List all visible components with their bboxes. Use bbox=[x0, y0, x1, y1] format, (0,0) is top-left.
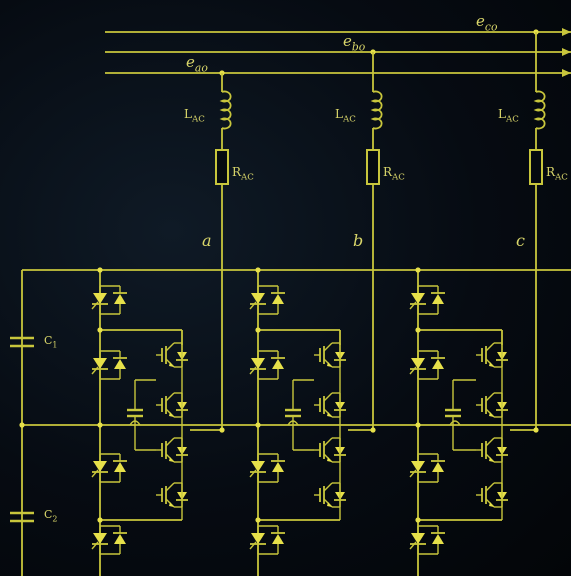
resistor-box bbox=[215, 149, 229, 185]
diode bbox=[430, 350, 446, 380]
junction-dot bbox=[255, 267, 261, 273]
resistor-label-c: RAC bbox=[546, 165, 568, 183]
igbt-switch bbox=[475, 342, 509, 368]
bus-arrow bbox=[562, 69, 571, 77]
wire-crossover bbox=[287, 420, 299, 426]
thyristor bbox=[249, 350, 267, 380]
bus-arrow bbox=[562, 28, 571, 36]
junction-dot bbox=[255, 517, 261, 523]
inductor-coil bbox=[533, 90, 546, 130]
igbt-switch bbox=[475, 437, 509, 463]
igbt-switch bbox=[155, 392, 189, 418]
inductor-coil bbox=[370, 90, 383, 130]
igbt-switch bbox=[155, 342, 189, 368]
junction-dot bbox=[415, 267, 421, 273]
junction-dot bbox=[415, 422, 421, 428]
inductor-label-b: LAC bbox=[335, 107, 356, 125]
igbt-switch bbox=[313, 437, 347, 463]
junction-dot bbox=[533, 427, 539, 433]
thyristor bbox=[409, 350, 427, 380]
junction-dot bbox=[370, 427, 376, 433]
thyristor bbox=[91, 350, 109, 380]
junction-dot bbox=[219, 427, 225, 433]
thyristor bbox=[409, 525, 427, 555]
bus-label-eb: ebo bbox=[343, 32, 366, 54]
diode bbox=[270, 350, 286, 380]
thyristor bbox=[409, 453, 427, 483]
phase-label-b: b bbox=[353, 231, 363, 250]
diode bbox=[112, 453, 128, 483]
igbt-switch bbox=[313, 392, 347, 418]
thyristor bbox=[91, 453, 109, 483]
thyristor bbox=[91, 285, 109, 315]
inductor-coil bbox=[219, 90, 232, 130]
diode bbox=[430, 285, 446, 315]
diode bbox=[270, 285, 286, 315]
phase-label-c: c bbox=[516, 231, 525, 250]
junction-dot bbox=[415, 517, 421, 523]
diode bbox=[112, 525, 128, 555]
junction-dot bbox=[97, 517, 103, 523]
junction-dot bbox=[97, 422, 103, 428]
wire-crossover bbox=[129, 420, 141, 426]
thyristor bbox=[249, 285, 267, 315]
diode bbox=[430, 453, 446, 483]
bus-arrow bbox=[562, 48, 571, 56]
thyristor bbox=[249, 453, 267, 483]
diode bbox=[270, 525, 286, 555]
junction-dot bbox=[97, 327, 103, 333]
resistor-label-b: RAC bbox=[383, 165, 405, 183]
phase-label-a: a bbox=[202, 231, 212, 250]
diode bbox=[112, 285, 128, 315]
diode bbox=[112, 350, 128, 380]
igbt-switch bbox=[475, 392, 509, 418]
junction-dot bbox=[415, 327, 421, 333]
capacitor-label-c1: C1 bbox=[44, 334, 57, 349]
junction-dot bbox=[255, 327, 261, 333]
igbt-switch bbox=[313, 342, 347, 368]
junction-dot bbox=[255, 422, 261, 428]
diode bbox=[430, 525, 446, 555]
resistor-label-a: RAC bbox=[232, 165, 254, 183]
thyristor bbox=[249, 525, 267, 555]
wire-crossover bbox=[449, 420, 461, 426]
inductor-label-a: LAC bbox=[184, 107, 205, 125]
thyristor bbox=[409, 285, 427, 315]
resistor-box bbox=[529, 149, 543, 185]
thyristor bbox=[91, 525, 109, 555]
diode bbox=[270, 453, 286, 483]
resistor-box bbox=[366, 149, 380, 185]
igbt-switch bbox=[475, 482, 509, 508]
capacitor-label-c2: C2 bbox=[44, 508, 57, 523]
igbt-switch bbox=[155, 482, 189, 508]
bus-label-ea: eao bbox=[186, 53, 208, 75]
igbt-switch bbox=[313, 482, 347, 508]
junction-dot bbox=[97, 267, 103, 273]
bus-label-ec: eco bbox=[476, 12, 498, 34]
junction-dot bbox=[19, 422, 25, 428]
igbt-switch bbox=[155, 437, 189, 463]
inductor-label-c: LAC bbox=[498, 107, 519, 125]
